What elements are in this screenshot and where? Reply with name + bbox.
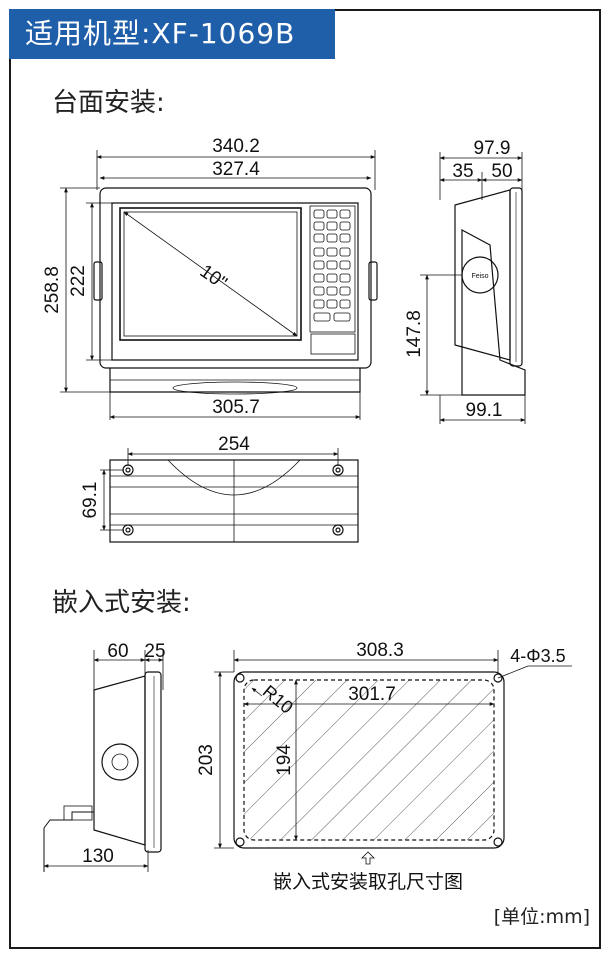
dim-bracket-depth: 99.1 [466, 400, 503, 421]
dim-side-front: 35 [452, 161, 473, 182]
unit-label: [单位:mm] [493, 906, 590, 928]
knob-brand: Feiso [471, 273, 488, 280]
dim-flush-depth: 60 [107, 641, 128, 662]
cutout-caption: 嵌入式安装取孔尺寸图 [273, 871, 463, 893]
dim-cutout-inner-height: 194 [274, 744, 295, 776]
dim-overall-width: 340.2 [212, 136, 260, 157]
dim-cutout-outer-width: 308.3 [356, 640, 404, 661]
dim-cutout-inner-width: 301.7 [348, 684, 396, 705]
side-view: Feiso [420, 152, 526, 424]
dim-side-rear: 50 [491, 161, 512, 182]
desktop-mount-title: 台面安装: [52, 88, 165, 118]
dim-mounting-holes: 4-Φ3.5 [510, 646, 565, 666]
screen-size-label: 10" [196, 261, 231, 294]
model-header: 适用机型:XF-1069B [9, 9, 335, 59]
bracket-top-view [100, 448, 359, 543]
flush-mount-title: 嵌入式安装: [52, 588, 191, 618]
dim-flush-front: 25 [144, 641, 165, 662]
dim-hole-depth: 69.1 [80, 482, 101, 519]
front-view [60, 150, 378, 420]
dim-overall-height: 258.8 [42, 266, 63, 314]
dim-side-depth: 97.9 [474, 138, 511, 159]
dim-hole-spacing: 254 [218, 434, 250, 455]
dim-body-height: 222 [68, 265, 89, 297]
dim-bracket-width: 305.7 [212, 397, 260, 418]
flush-side-view [43, 650, 164, 872]
dim-cutout-outer-height: 203 [196, 744, 217, 776]
dim-cable-length: 130 [82, 846, 114, 867]
dim-bezel-width: 327.4 [212, 159, 260, 180]
dim-bracket-height: 147.8 [404, 310, 425, 358]
cutout-view [214, 650, 572, 865]
